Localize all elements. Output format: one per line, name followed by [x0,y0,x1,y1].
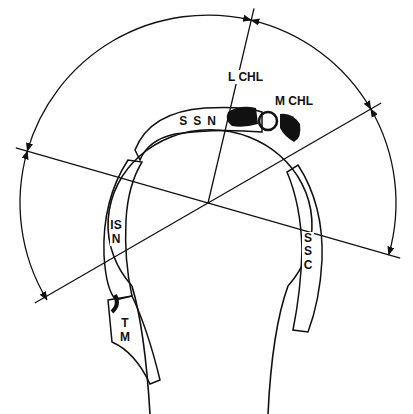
tendon-junction [112,295,117,312]
tendon-band: ISN [108,217,124,248]
sector-line [208,8,254,203]
band-outline-path [135,108,262,161]
tendon-band: SSN [177,113,224,131]
range-arc [20,151,47,300]
humeral-shaft [268,286,288,414]
muscle-label: SSN [179,115,222,128]
ligament-label: M CHL [273,94,315,108]
range-arc [251,20,371,109]
band-outline-path [287,165,322,332]
band-outline-path [108,296,160,384]
ligament-label: L CHL [226,70,265,84]
muscle-label: ISN [110,219,122,245]
ligament-medial [280,114,300,142]
humeral-shaft [132,286,150,414]
ligament-lateral [227,107,258,127]
humeral-head [108,130,312,286]
band-outline-path [104,160,142,300]
biceps-tendon [259,112,277,130]
muscle-label: TM [119,317,131,343]
tendon-band: TM [117,315,133,346]
tendon-band: SSC [300,230,316,274]
muscle-label: SSC [302,232,314,272]
range-arc [371,109,396,255]
